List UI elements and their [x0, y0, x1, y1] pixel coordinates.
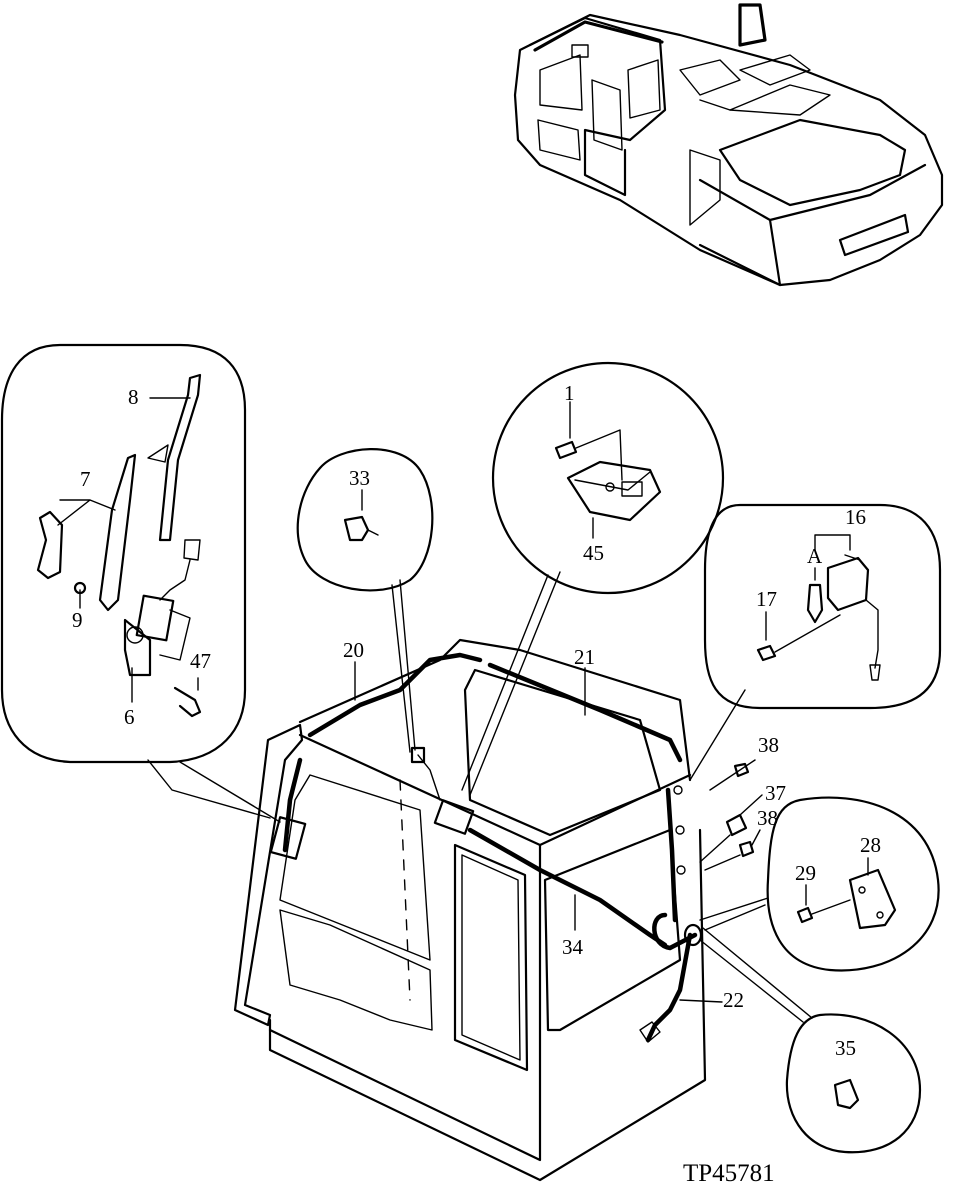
- wiper-bracket: [123, 618, 152, 677]
- bolt-29: [796, 906, 814, 924]
- detail-bubble-lamp: [461, 361, 725, 796]
- wiper-motor-installed: [269, 816, 307, 860]
- switch-33: [343, 515, 370, 542]
- wiper-blade: [158, 373, 202, 542]
- wiper-connector: [183, 539, 201, 561]
- callout-9: 9: [72, 608, 83, 632]
- wiper-cover: [36, 510, 64, 580]
- drawing-reference: TP45781: [683, 1160, 775, 1187]
- nut-38-lower: [738, 840, 755, 858]
- plate-28: [848, 868, 897, 930]
- callout-45: 45: [583, 541, 604, 565]
- wiper-motor: [135, 594, 175, 642]
- wiring-harnesses: [282, 652, 698, 1043]
- excavator-overview: [513, 3, 944, 287]
- detail-bubble-grommet: [699, 927, 922, 1154]
- callout-16: 16: [845, 505, 866, 529]
- detail-bubble-wiper: [0, 343, 281, 823]
- harness-22: [645, 932, 693, 1043]
- rear-hardware: [699, 759, 763, 871]
- harness-20: [307, 652, 483, 738]
- room-lamp-45: [566, 460, 662, 522]
- screw-17: [756, 644, 777, 662]
- harness-21: [487, 662, 683, 763]
- callout-35: 35: [835, 1036, 856, 1060]
- callout-8: 8: [128, 385, 139, 409]
- bolt-47: [173, 686, 202, 718]
- wiper-arm: [98, 453, 137, 612]
- callout-1: 1: [564, 381, 575, 405]
- cab-parts: [269, 746, 703, 1043]
- cab-frame: [233, 638, 707, 1182]
- grommet-35: [833, 1078, 860, 1110]
- callout-47: 47: [190, 649, 211, 673]
- harness-34: [467, 827, 668, 948]
- callout-labels: 8 7 9 47 6 33 1 45 16 A 17 20 21 38 37 3…: [72, 381, 881, 1060]
- callout-34: 34: [562, 935, 584, 959]
- callout-22: 22: [723, 988, 744, 1012]
- callout-28: 28: [860, 833, 881, 857]
- callout-21: 21: [574, 645, 595, 669]
- callout-38-top: 38: [758, 733, 779, 757]
- grommet-35-installed: [683, 923, 703, 947]
- callout-17: 17: [756, 587, 777, 611]
- detail-bubble-plate: [699, 796, 940, 972]
- callout-7: 7: [80, 467, 91, 491]
- callout-20: 20: [343, 638, 364, 662]
- switch-33-installed: [410, 746, 426, 764]
- leader-lines: [354, 661, 723, 1003]
- bulb-A: [806, 583, 824, 624]
- callout-33: 33: [349, 466, 370, 490]
- callout-29: 29: [795, 861, 816, 885]
- detail-bubble-light-16: [689, 503, 942, 781]
- detail-bubble-switch: [296, 448, 434, 753]
- callout-6: 6: [124, 705, 135, 729]
- lamp-16: [826, 556, 870, 612]
- callout-37: 37: [765, 781, 786, 805]
- callout-38-lower: 38: [757, 806, 778, 830]
- screw-1: [554, 440, 578, 460]
- callout-A: A: [807, 544, 823, 568]
- grommet-37: [725, 813, 748, 837]
- room-lamp-installed: [433, 799, 475, 835]
